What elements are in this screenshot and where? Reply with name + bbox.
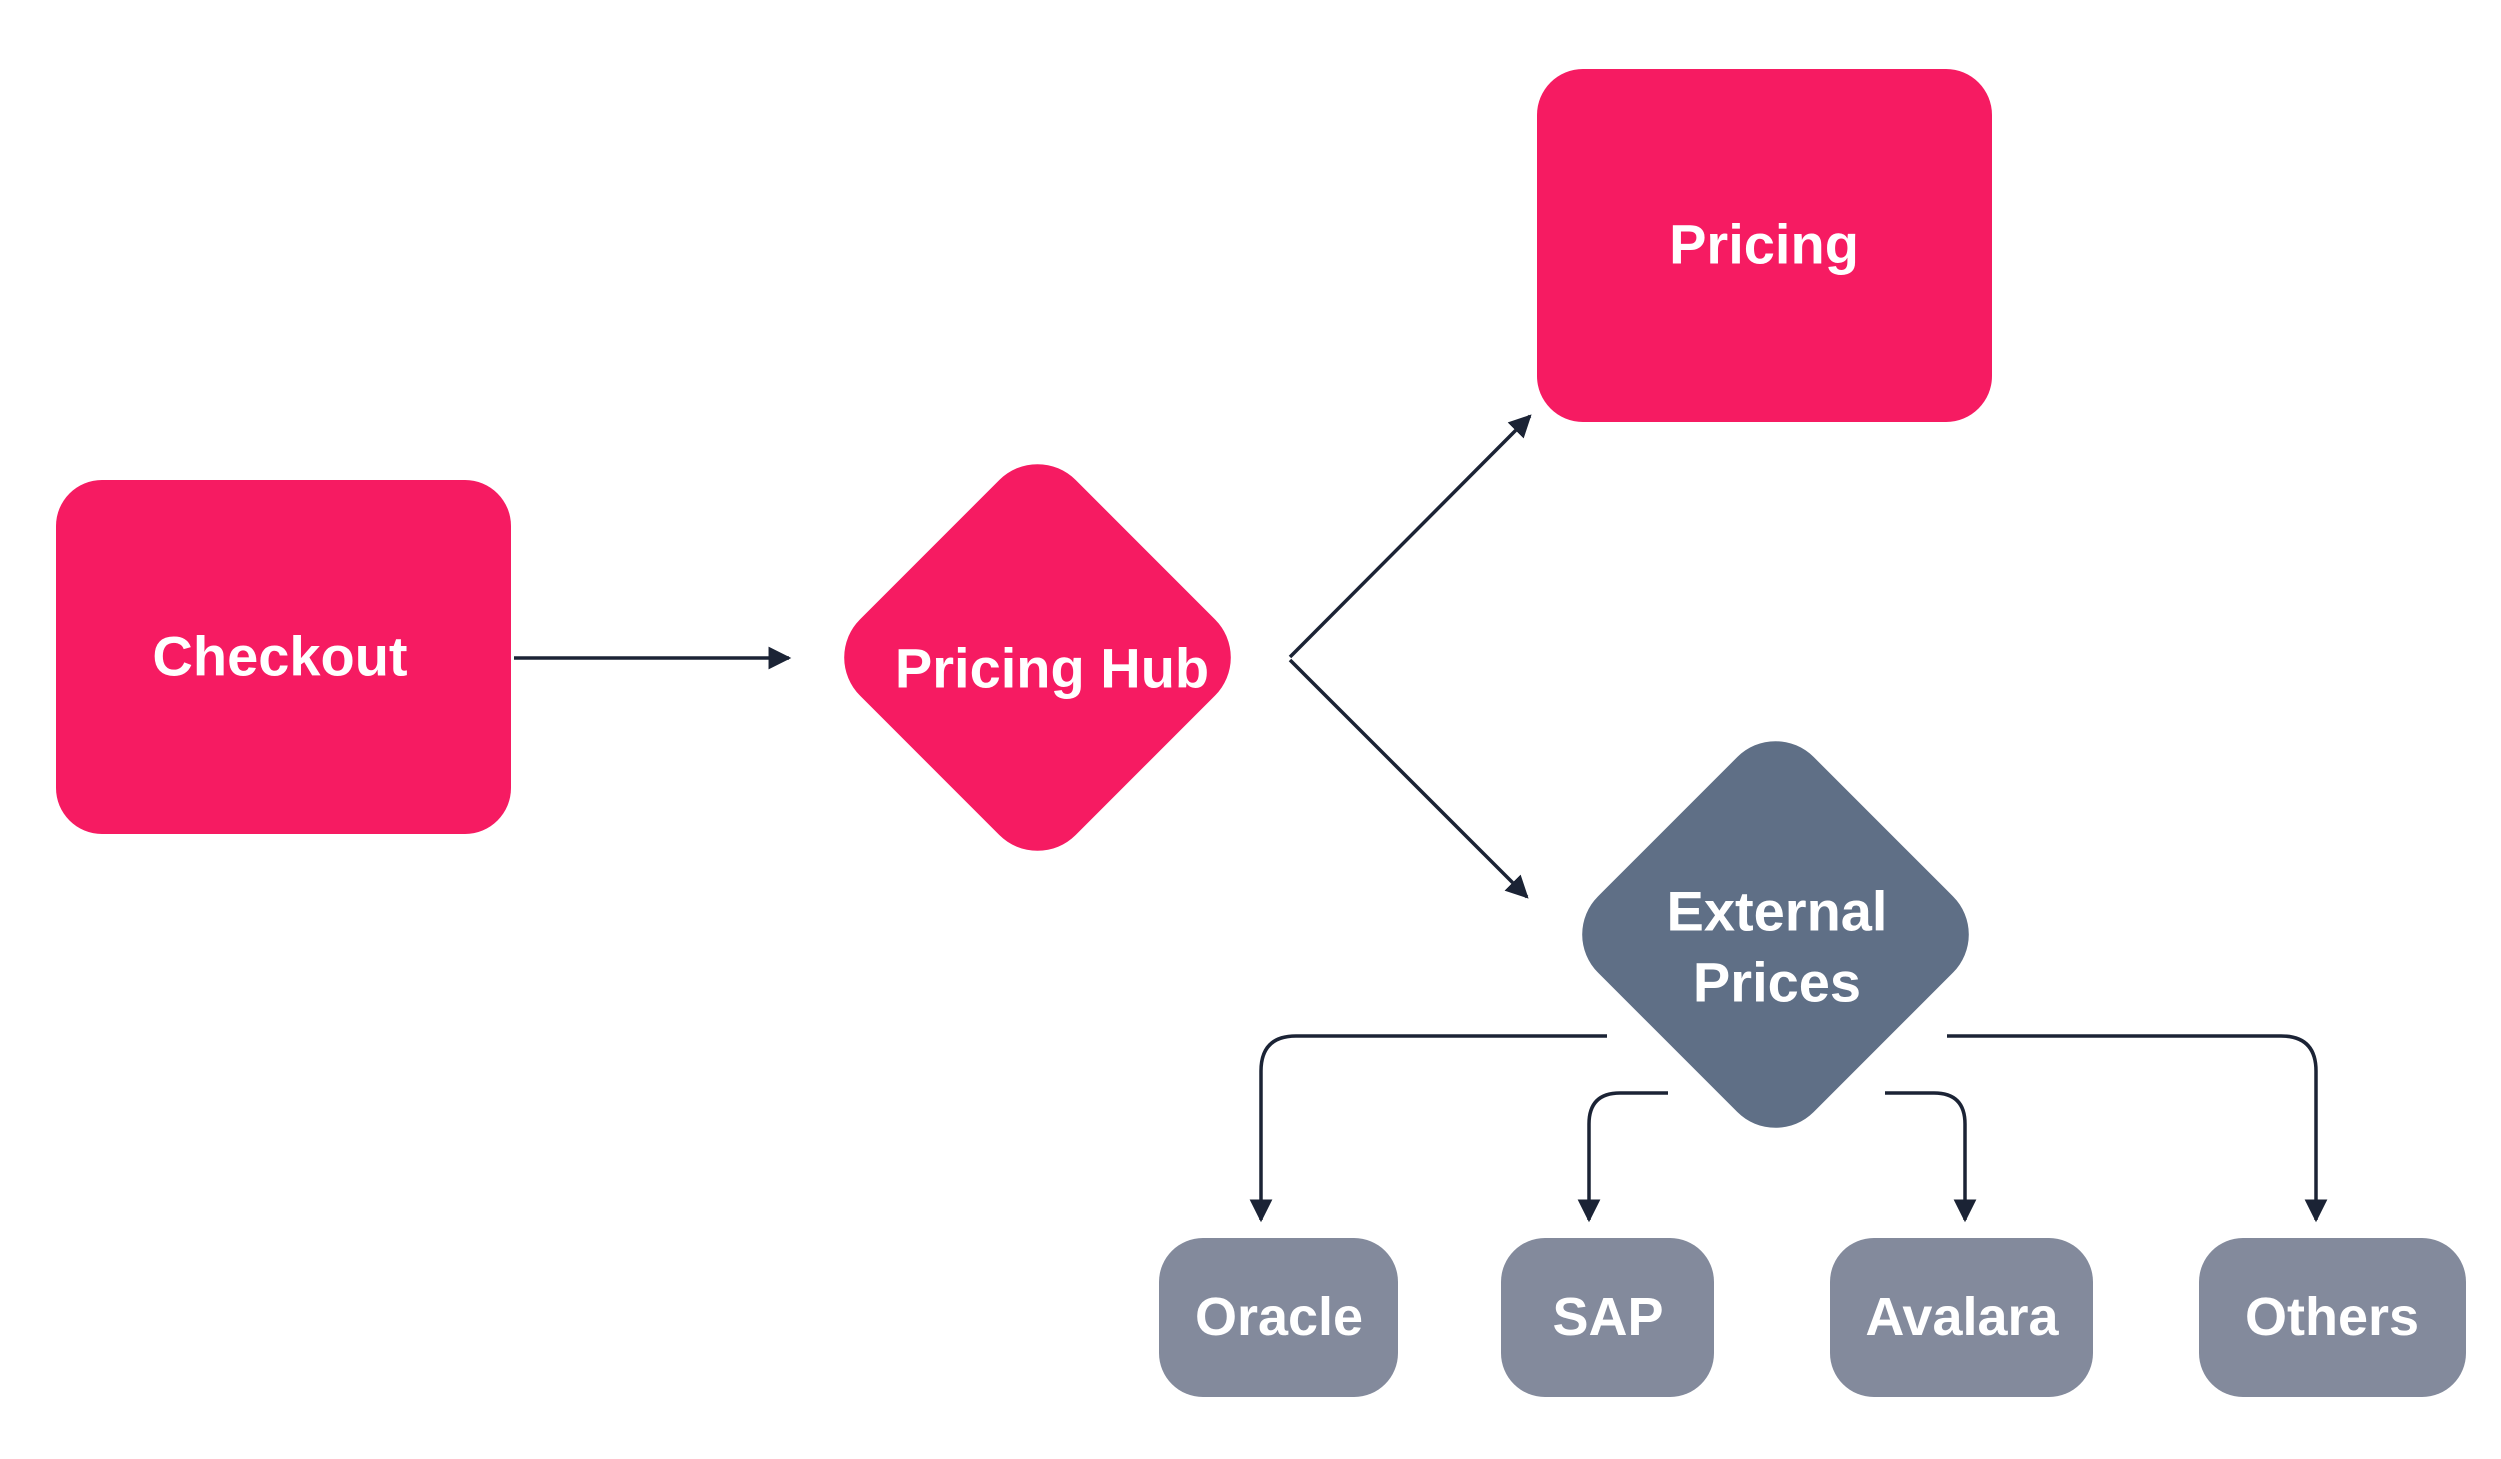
pricing-label: Pricing — [1669, 213, 1859, 276]
avalara-box — [1830, 1238, 2093, 1397]
others-box — [2199, 1238, 2466, 1397]
others-label: Others — [2245, 1287, 2419, 1347]
oracle-label: Oracle — [1195, 1287, 1363, 1347]
pricing-node[interactable]: Pricing — [1537, 69, 1992, 422]
oracle-box — [1159, 1238, 1398, 1397]
sap-box — [1501, 1238, 1714, 1397]
external-prices-diamond — [1582, 741, 1969, 1128]
arrow-external-prices-to-others — [1947, 1034, 2328, 1223]
checkout-node[interactable]: Checkout — [56, 480, 511, 834]
arrow-pricing-hub-to-pricing — [1288, 414, 1532, 659]
avalara-label: Avalara — [1865, 1287, 2059, 1347]
checkout-box — [56, 480, 511, 834]
external-prices-label-line2: Prices — [1693, 951, 1861, 1014]
arrow-external-prices-to-sap — [1577, 1091, 1668, 1223]
pricing-box — [1537, 69, 1992, 422]
others-node[interactable]: Others — [2199, 1238, 2466, 1397]
pricing-hub-node[interactable]: Pricing Hub — [822, 442, 1253, 873]
sap-node[interactable]: SAP — [1501, 1238, 1714, 1397]
arrow-external-prices-to-oracle — [1249, 1034, 1607, 1223]
oracle-node[interactable]: Oracle — [1159, 1238, 1398, 1397]
external-prices-label-line1: External — [1667, 880, 1888, 943]
external-prices-node[interactable]: External Prices — [1560, 719, 1991, 1150]
pricing-hub-diamond — [844, 464, 1231, 851]
sap-label: SAP — [1552, 1287, 1663, 1347]
checkout-label: Checkout — [152, 625, 407, 688]
arrow-pricing-hub-to-external-prices — [1288, 658, 1529, 899]
arrow-external-prices-to-avalara — [1885, 1091, 1977, 1223]
pricing-hub-label: Pricing Hub — [895, 637, 1209, 700]
avalara-node[interactable]: Avalara — [1830, 1238, 2093, 1397]
